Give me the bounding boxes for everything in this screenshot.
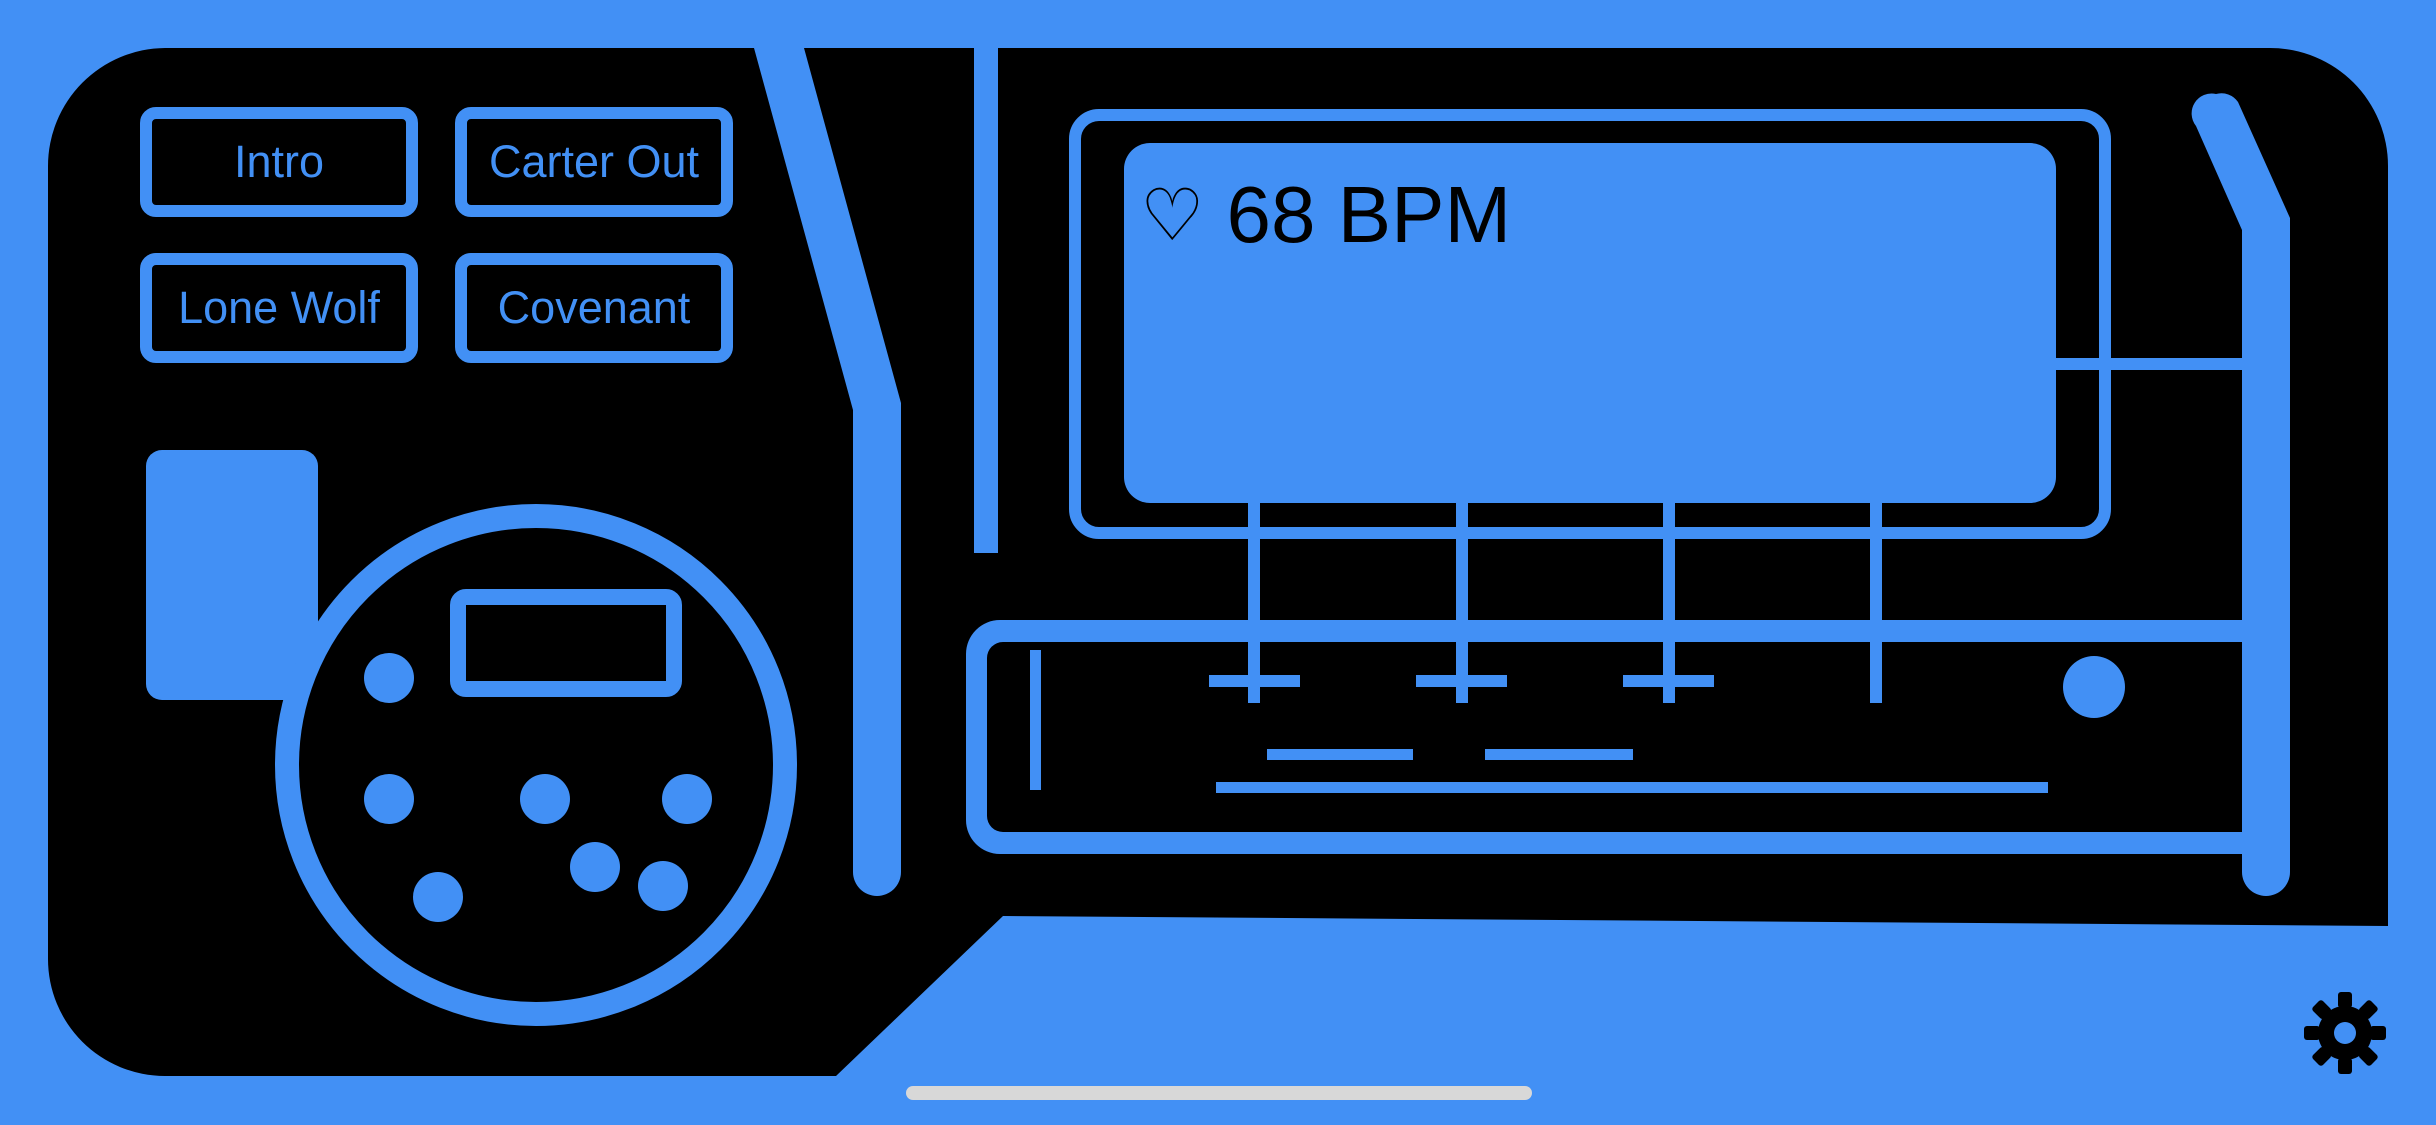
- bpm-unit-spacer: [1316, 169, 1338, 261]
- bpm-value: 68: [1226, 170, 1316, 259]
- deck-knob: [2063, 656, 2125, 718]
- drop-lines: [1248, 503, 1882, 703]
- heart-outline-icon: ♡: [1140, 173, 1205, 257]
- preset-button-carter-out[interactable]: Carter Out: [455, 107, 733, 217]
- preset-button-covenant[interactable]: Covenant: [455, 253, 733, 363]
- side-block: [146, 450, 318, 700]
- vertical-bar: [974, 48, 998, 553]
- deck-ticks: [1030, 650, 2048, 793]
- bpm-readout: ♡ 68 BPM: [1140, 170, 1511, 260]
- angled-bar-left: [754, 48, 901, 896]
- gear-icon[interactable]: [2300, 988, 2390, 1078]
- dial-dots: [364, 653, 712, 922]
- preset-button-lone-wolf[interactable]: Lone Wolf: [140, 253, 418, 363]
- preset-button-intro[interactable]: Intro: [140, 107, 418, 217]
- dial-window: [450, 589, 682, 697]
- angled-bar-right: [2191, 93, 2290, 896]
- display-screen: [1124, 143, 2056, 503]
- home-indicator[interactable]: [906, 1086, 1532, 1100]
- display-frame: [1069, 109, 2111, 539]
- bpm-unit: BPM: [1337, 170, 1512, 259]
- connector-line: [2056, 358, 2242, 370]
